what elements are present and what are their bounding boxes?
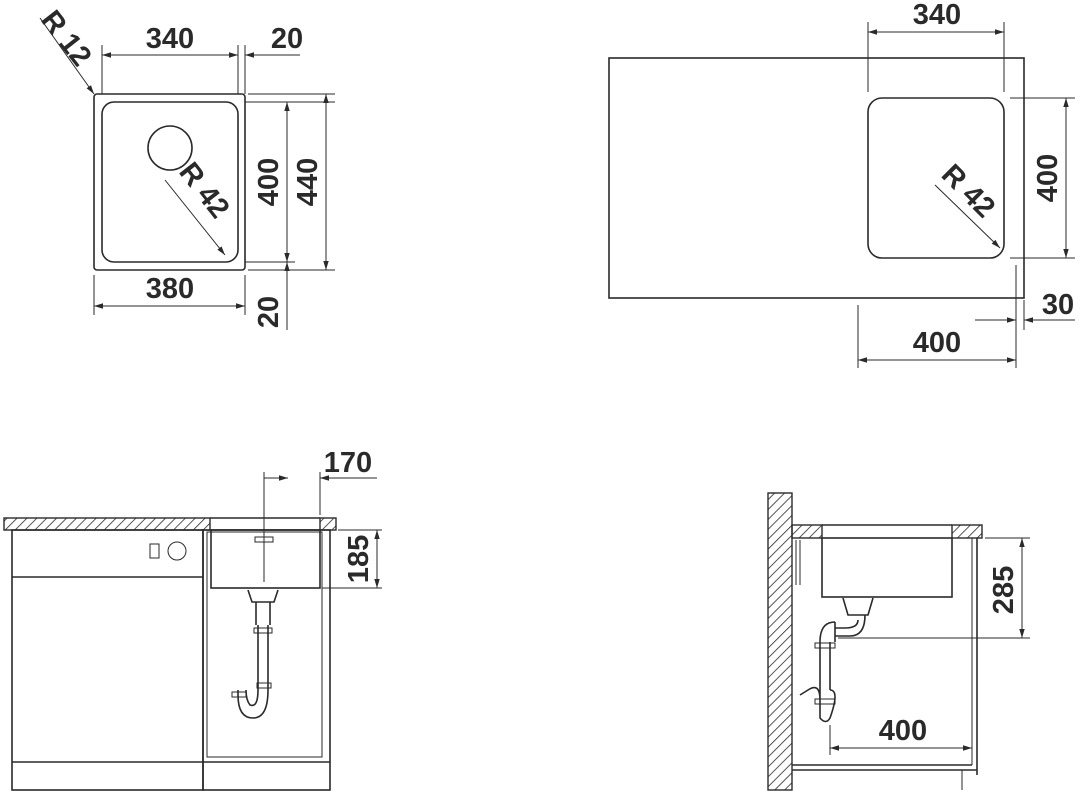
siphon-pipe	[799, 597, 874, 723]
dim-width-inner: 340	[146, 23, 194, 55]
dim-margin-top: 20	[271, 23, 303, 55]
control-knob	[167, 541, 187, 561]
control-button	[149, 543, 160, 559]
dim-depth: 185	[343, 535, 375, 583]
dim-width-inner: 340	[913, 0, 961, 31]
sink-bowl	[101, 101, 239, 263]
wall-section	[767, 492, 793, 791]
side-view: 285 400	[767, 492, 1030, 791]
top-view-sink: 340 20 R 12 R 42 400 440 380 20	[34, 5, 335, 330]
countertop-outline	[608, 57, 1025, 299]
dim-radius-inner: R 42	[935, 158, 1001, 224]
dim-height-inner: 400	[253, 158, 285, 206]
drain-hole	[147, 125, 193, 171]
dim-margin-bottom: 20	[253, 296, 285, 328]
sink-bowl-section	[210, 529, 321, 589]
top-view-countertop: 340 400 R 42 400 30	[608, 0, 1075, 368]
dim-depth: 285	[988, 566, 1020, 614]
dishwasher-cabinet	[11, 529, 204, 791]
sink-bowl	[867, 97, 1005, 259]
dim-radius-outer: R 12	[34, 5, 97, 73]
dim-drain-offset: 170	[324, 447, 372, 479]
dim-cabinet-width: 400	[913, 327, 961, 359]
dim-height-outer: 440	[292, 158, 324, 206]
countertop-section	[791, 524, 823, 539]
sink-cabinet	[202, 529, 331, 791]
countertop-section	[3, 517, 211, 531]
dim-width-outer: 380	[146, 273, 194, 305]
dim-offset: 30	[1042, 289, 1074, 321]
sink-outer-edge	[93, 93, 246, 271]
front-view: 170 185	[3, 447, 382, 791]
siphon-pipe	[237, 589, 279, 719]
sink-bowl-section	[821, 537, 953, 598]
dim-cabinet-depth: 400	[879, 715, 927, 747]
dim-height-inner: 400	[1032, 154, 1064, 202]
